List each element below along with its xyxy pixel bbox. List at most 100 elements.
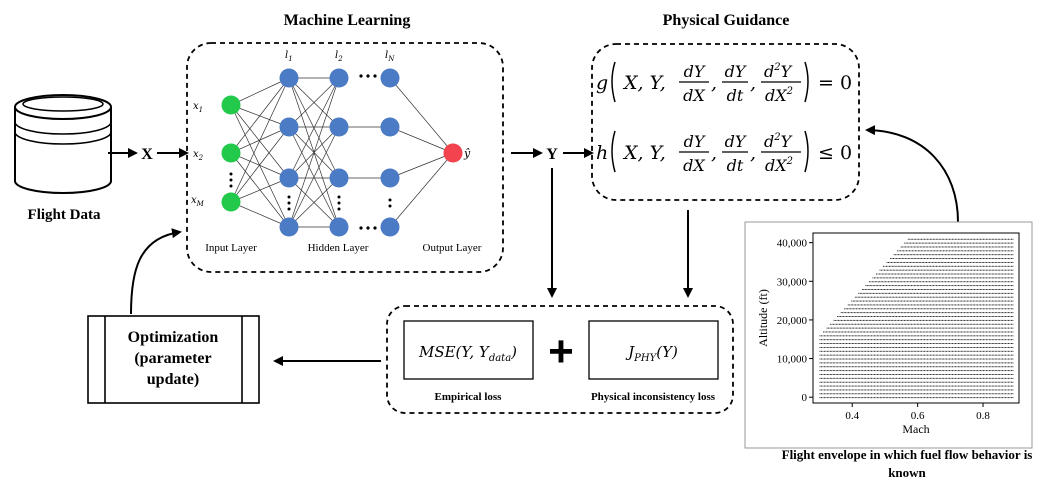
envelope-point <box>988 362 990 364</box>
envelope-point <box>885 385 887 387</box>
envelope-point <box>890 385 892 387</box>
envelope-point <box>987 265 989 267</box>
envelope-point <box>953 250 955 252</box>
envelope-point <box>831 350 833 352</box>
envelope-point <box>957 258 959 260</box>
envelope-point <box>990 343 992 345</box>
envelope-point <box>850 316 852 317</box>
envelope-point <box>928 250 930 252</box>
envelope-point <box>908 323 909 325</box>
envelope-point <box>990 327 992 329</box>
envelope-point <box>993 265 995 267</box>
envelope-point <box>892 308 894 310</box>
envelope-point <box>969 377 971 379</box>
envelope-point <box>832 362 834 364</box>
envelope-point <box>822 350 824 352</box>
envelope-point <box>899 362 900 364</box>
svg-text:d2Y: d2Y <box>764 62 793 81</box>
envelope-point <box>1006 254 1008 256</box>
envelope-point <box>922 370 924 372</box>
envelope-point <box>960 370 962 372</box>
envelope-point <box>929 397 931 399</box>
envelope-point <box>1000 277 1002 279</box>
envelope-point <box>826 339 828 341</box>
envelope-point <box>902 377 903 379</box>
envelope-point <box>957 374 959 375</box>
envelope-point <box>950 393 952 395</box>
envelope-point <box>897 308 899 310</box>
envelope-point <box>893 273 895 275</box>
envelope-point <box>857 370 859 372</box>
envelope-point <box>840 393 842 395</box>
envelope-point <box>975 385 977 387</box>
envelope-point <box>955 335 956 337</box>
envelope-point <box>825 385 827 387</box>
envelope-point <box>904 397 906 399</box>
envelope-point <box>1000 273 1002 275</box>
envelope-point <box>943 273 945 275</box>
envelope-point <box>911 323 912 325</box>
envelope-point <box>878 331 880 333</box>
envelope-point <box>881 285 883 287</box>
physical-loss-box <box>588 320 719 380</box>
envelope-point <box>975 258 977 260</box>
envelope-point <box>841 374 843 375</box>
envelope-point <box>921 389 923 391</box>
envelope-point <box>1009 273 1011 275</box>
envelope-point <box>881 370 883 372</box>
envelope-point <box>890 277 892 279</box>
envelope-point <box>875 292 877 294</box>
envelope-point <box>1003 362 1005 364</box>
envelope-point <box>887 273 889 275</box>
envelope-point <box>1010 354 1012 356</box>
envelope-point <box>944 331 946 333</box>
envelope-point <box>913 269 915 271</box>
envelope-point <box>943 265 945 267</box>
envelope-point <box>959 377 961 379</box>
envelope-point <box>847 327 849 329</box>
envelope-point <box>953 346 955 348</box>
envelope-point <box>959 246 961 248</box>
envelope-point <box>1002 292 1004 294</box>
envelope-point <box>910 339 912 341</box>
envelope-point <box>928 254 930 256</box>
envelope-point <box>956 238 958 240</box>
envelope-point <box>860 381 862 383</box>
envelope-point <box>997 354 999 356</box>
envelope-point <box>875 354 877 356</box>
envelope-point <box>965 370 967 372</box>
envelope-point <box>829 381 831 383</box>
envelope-point <box>969 374 971 375</box>
envelope-point <box>966 370 968 372</box>
envelope-point <box>835 319 837 321</box>
envelope-point <box>934 292 936 294</box>
envelope-point <box>896 296 897 298</box>
envelope-point <box>1012 246 1014 248</box>
envelope-point <box>863 296 865 298</box>
envelope-point <box>955 281 957 283</box>
envelope-point <box>899 258 900 260</box>
envelope-point <box>903 246 905 248</box>
envelope-point <box>987 339 989 341</box>
envelope-point <box>993 374 995 375</box>
envelope-point <box>975 323 977 325</box>
envelope-point <box>974 258 976 260</box>
envelope-point <box>828 397 830 399</box>
envelope-point <box>927 377 928 379</box>
envelope-point <box>879 296 881 298</box>
envelope-point <box>919 370 921 372</box>
envelope-point <box>968 285 970 287</box>
envelope-point <box>868 296 870 298</box>
envelope-point <box>938 289 940 290</box>
envelope-point <box>941 362 943 364</box>
envelope-point <box>895 312 896 314</box>
envelope-point <box>909 250 910 252</box>
arrow-optimization-to-network <box>130 228 182 315</box>
output-node <box>443 143 463 163</box>
network-edge <box>230 152 290 179</box>
envelope-point <box>950 316 952 317</box>
envelope-point <box>968 289 970 290</box>
envelope-point <box>958 312 960 314</box>
envelope-point <box>823 354 825 356</box>
envelope-point <box>994 374 996 375</box>
